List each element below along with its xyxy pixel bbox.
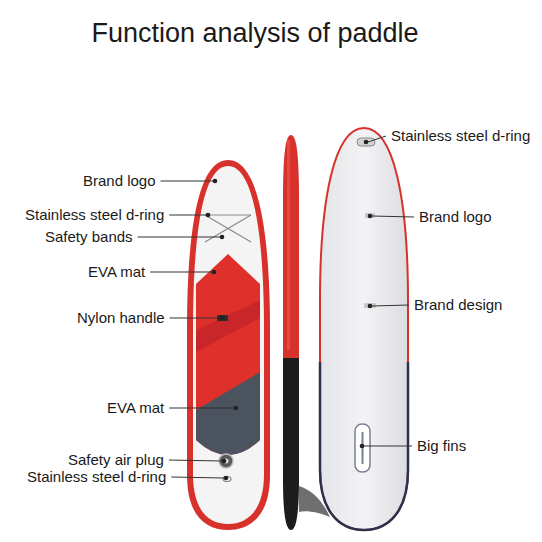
part-label: Safety bands — [45, 228, 133, 246]
part-label: Stainless steel d-ring — [391, 127, 530, 145]
part-label: EVA mat — [107, 399, 164, 417]
fin-box — [355, 424, 370, 472]
title: Function analysis of paddle — [0, 17, 510, 49]
pad-dark — [196, 372, 260, 480]
leader-dot — [222, 459, 227, 464]
leader-line — [372, 305, 409, 306]
leader-dot — [220, 235, 225, 240]
leader-line — [171, 477, 224, 478]
eva-pad — [190, 250, 270, 480]
leader-line — [161, 181, 213, 182]
leader-dot — [212, 270, 217, 275]
leader-line — [169, 460, 222, 461]
part-label: Big fins — [417, 437, 466, 455]
back-view — [320, 128, 408, 530]
part-label: Brand design — [414, 296, 502, 314]
leader-dot — [220, 316, 225, 321]
leader-dot — [206, 213, 211, 218]
leader-line — [364, 446, 412, 447]
part-label: Nylon handle — [77, 309, 165, 327]
leader-line — [138, 237, 220, 238]
leader-line — [372, 216, 414, 217]
part-label: EVA mat — [88, 263, 145, 281]
leader-lines — [138, 136, 414, 480]
part-label: Brand logo — [419, 208, 492, 226]
leader-line — [368, 136, 386, 142]
leader-dot — [368, 304, 373, 309]
leader-line — [169, 215, 206, 216]
leader-line — [170, 318, 220, 319]
part-label: Safety air plug — [68, 451, 164, 469]
safety-bands — [205, 215, 251, 242]
part-label: Stainless steel d-ring — [27, 468, 166, 486]
leader-dot — [213, 179, 218, 184]
pad-stripe — [196, 300, 260, 352]
leader-dot — [360, 444, 365, 449]
d-ring — [223, 477, 231, 482]
leader-dot — [224, 476, 229, 481]
leader-dot — [234, 406, 239, 411]
logo-mark — [365, 213, 375, 218]
leader-line — [150, 272, 212, 273]
part-label: Stainless steel d-ring — [25, 206, 164, 224]
leader-dot — [368, 214, 373, 219]
board-bottom — [320, 128, 408, 530]
d-ring — [357, 138, 375, 146]
leader-dot — [364, 140, 369, 145]
leader-line — [169, 408, 234, 409]
part-label: Brand logo — [83, 172, 156, 190]
